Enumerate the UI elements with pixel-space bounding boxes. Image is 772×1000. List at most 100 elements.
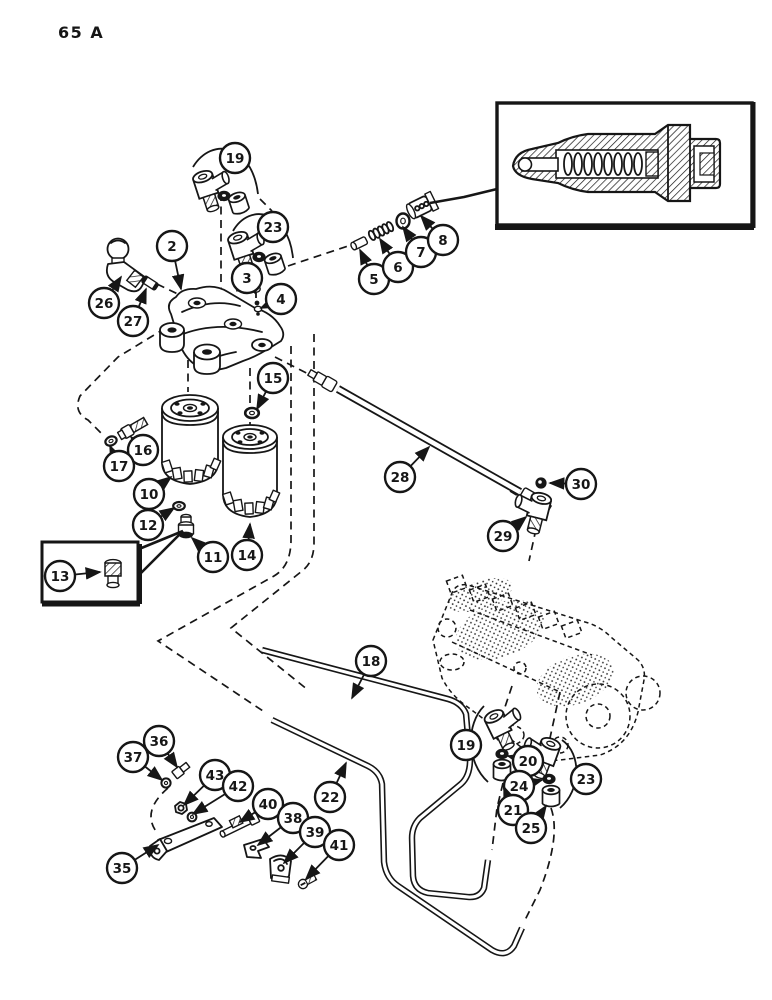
callout-number: 39 [306, 825, 325, 841]
callout-18: 18 [351, 644, 388, 700]
callout-13: 13 [43, 559, 102, 593]
callout-number: 40 [259, 797, 278, 813]
callout-number: 42 [229, 779, 248, 795]
callout-number: 37 [124, 750, 143, 766]
callout-16: 16 [126, 433, 160, 467]
washer-37 [160, 777, 172, 789]
callout-number: 27 [124, 314, 143, 330]
callout-circle [354, 644, 388, 678]
oring-15 [243, 406, 261, 420]
callout-number: 4 [276, 292, 285, 308]
callout-number: 11 [204, 550, 223, 566]
callout-number: 15 [264, 371, 283, 387]
valve-oring-7 [395, 212, 411, 230]
callout-5: 5 [357, 248, 391, 296]
screw-41 [297, 874, 318, 890]
callout-28: 28 [383, 445, 431, 494]
callout-10: 10 [132, 475, 173, 511]
callout-circle [426, 223, 460, 257]
fuel-filter-10 [160, 394, 222, 485]
callout-23t: 23 [256, 210, 290, 244]
filter-10-flutes [160, 457, 222, 483]
callout-circle [564, 467, 598, 501]
head-bolt-16 [116, 416, 149, 441]
callout-number: 35 [113, 861, 132, 877]
callout-number: 43 [206, 768, 225, 784]
callout-30: 30 [548, 467, 598, 501]
delivery-valve-row [445, 574, 583, 640]
callout-number: 29 [494, 529, 513, 545]
callout-circle [569, 762, 603, 796]
callout-15: 15 [256, 361, 290, 411]
bolt-36 [171, 761, 191, 780]
callout-number: 38 [284, 811, 303, 827]
bracket-35 [149, 817, 223, 861]
bleed-elbow-26 [105, 237, 147, 293]
callout-number: 24 [510, 779, 529, 795]
callout-number: 36 [150, 734, 169, 750]
callout-12: 12 [131, 507, 176, 542]
callout-circle [196, 540, 230, 574]
fuel-filter-14 [221, 424, 281, 518]
callout-19t: 19 [218, 141, 252, 175]
callout-circle [449, 728, 483, 762]
callout-number: 10 [140, 487, 159, 503]
fuel-hose [307, 369, 553, 513]
callout-42: 42 [191, 769, 255, 815]
callout-25: 25 [514, 804, 548, 845]
callout-11: 11 [190, 536, 230, 574]
callout-22: 22 [313, 761, 347, 814]
callout-number: 25 [522, 821, 541, 837]
washer-42 [186, 811, 198, 823]
callout-number: 28 [391, 470, 410, 486]
valve-inset-box [429, 101, 756, 230]
callout-number: 7 [416, 245, 425, 261]
callout-circle [486, 519, 520, 553]
callout-circle [155, 229, 189, 263]
callout-circle [383, 460, 417, 494]
callout-circle [142, 724, 176, 758]
clip-38 [243, 838, 270, 859]
assembly-alignment-lines [76, 193, 561, 923]
callout-19b: 19 [449, 728, 483, 762]
callout-number: 14 [238, 548, 257, 564]
head-port-boss-mid [193, 343, 221, 375]
callout-23b: 23 [569, 762, 603, 796]
callout-number: 5 [369, 272, 378, 288]
callout-26: 26 [87, 275, 122, 320]
callout-circle [102, 449, 136, 483]
callout-number: 23 [264, 220, 283, 236]
callout-circle [230, 261, 264, 295]
callout-27: 27 [116, 287, 150, 338]
callout-4: 4 [259, 282, 298, 316]
callout-circle [126, 433, 160, 467]
valve-body-8 [405, 190, 440, 220]
callout-number: 6 [393, 260, 402, 276]
valve-pin-5 [350, 236, 369, 251]
callout-circle [230, 538, 264, 572]
callout-number: 21 [504, 803, 523, 819]
injector-valve-cutaway [511, 123, 722, 203]
filter-head [159, 285, 285, 375]
valve-spring-6 [367, 221, 395, 241]
callout-number: 19 [457, 738, 476, 754]
callout-20: 20 [506, 744, 545, 778]
callout-17: 17 [102, 444, 136, 483]
valve-spring-coils [563, 152, 643, 176]
callout-circle [322, 828, 356, 862]
plug-13 [104, 558, 122, 589]
head-port-boss-left [159, 322, 185, 353]
callout-number: 2 [167, 239, 176, 255]
callout-39: 39 [282, 815, 332, 865]
callout-number: 19 [226, 151, 245, 167]
callout-circle [221, 769, 255, 803]
callout-number: 17 [110, 459, 129, 475]
callout-29: 29 [486, 515, 528, 553]
callout-circle [313, 780, 347, 814]
callout-circle [116, 740, 150, 774]
callout-number: 12 [139, 518, 158, 534]
page-number: 65 A [58, 23, 104, 42]
callout-circle [87, 286, 121, 320]
filter-14-flutes [221, 489, 281, 515]
